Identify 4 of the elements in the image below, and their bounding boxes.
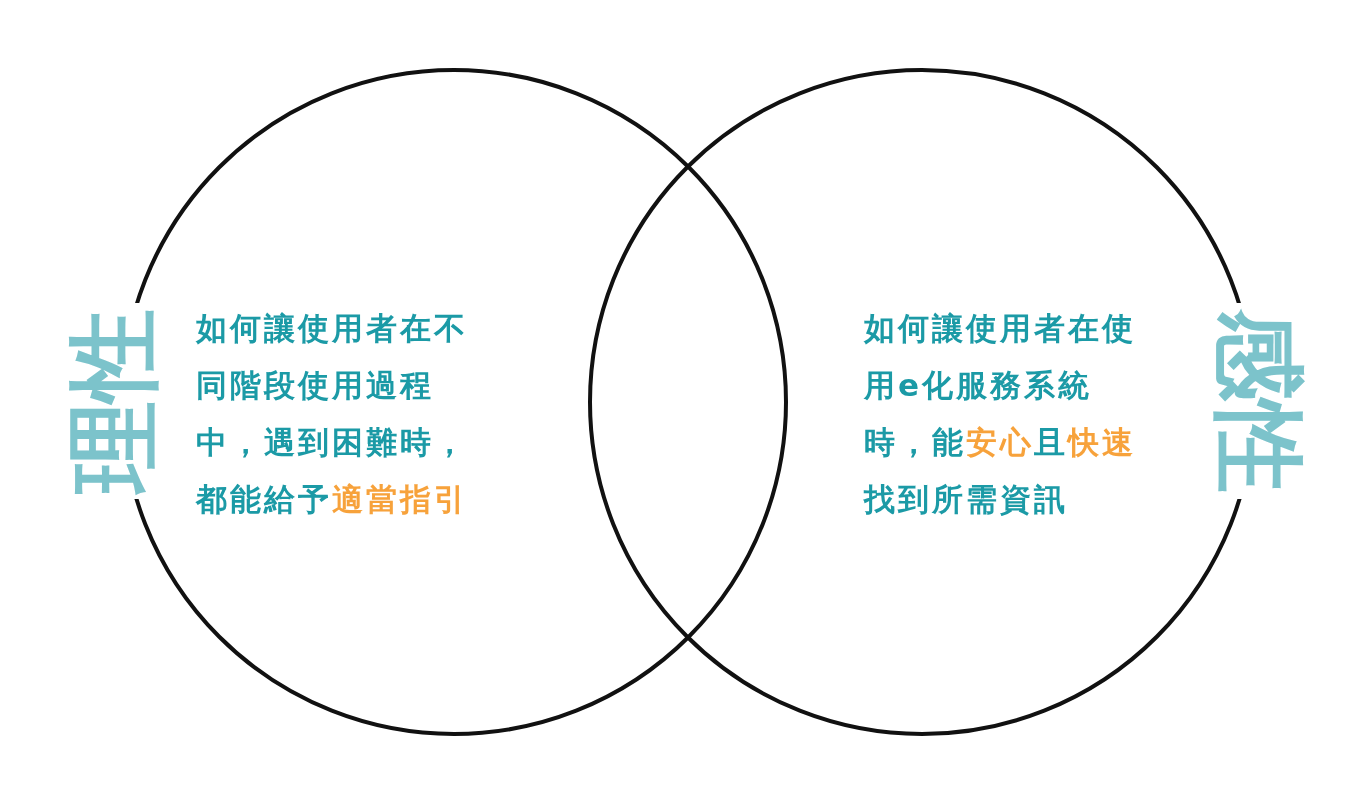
description-text: 如何讓使用者在不同階段使用過程中，遇到困難時，都能給予適當指引 <box>196 309 469 519</box>
circle-title: 理性 <box>68 303 160 499</box>
circle-title: 感性 <box>1212 303 1304 499</box>
description-text: 如何讓使用者在使用e化服務系統時，能安心且快速找到所需資訊 <box>864 309 1137 519</box>
